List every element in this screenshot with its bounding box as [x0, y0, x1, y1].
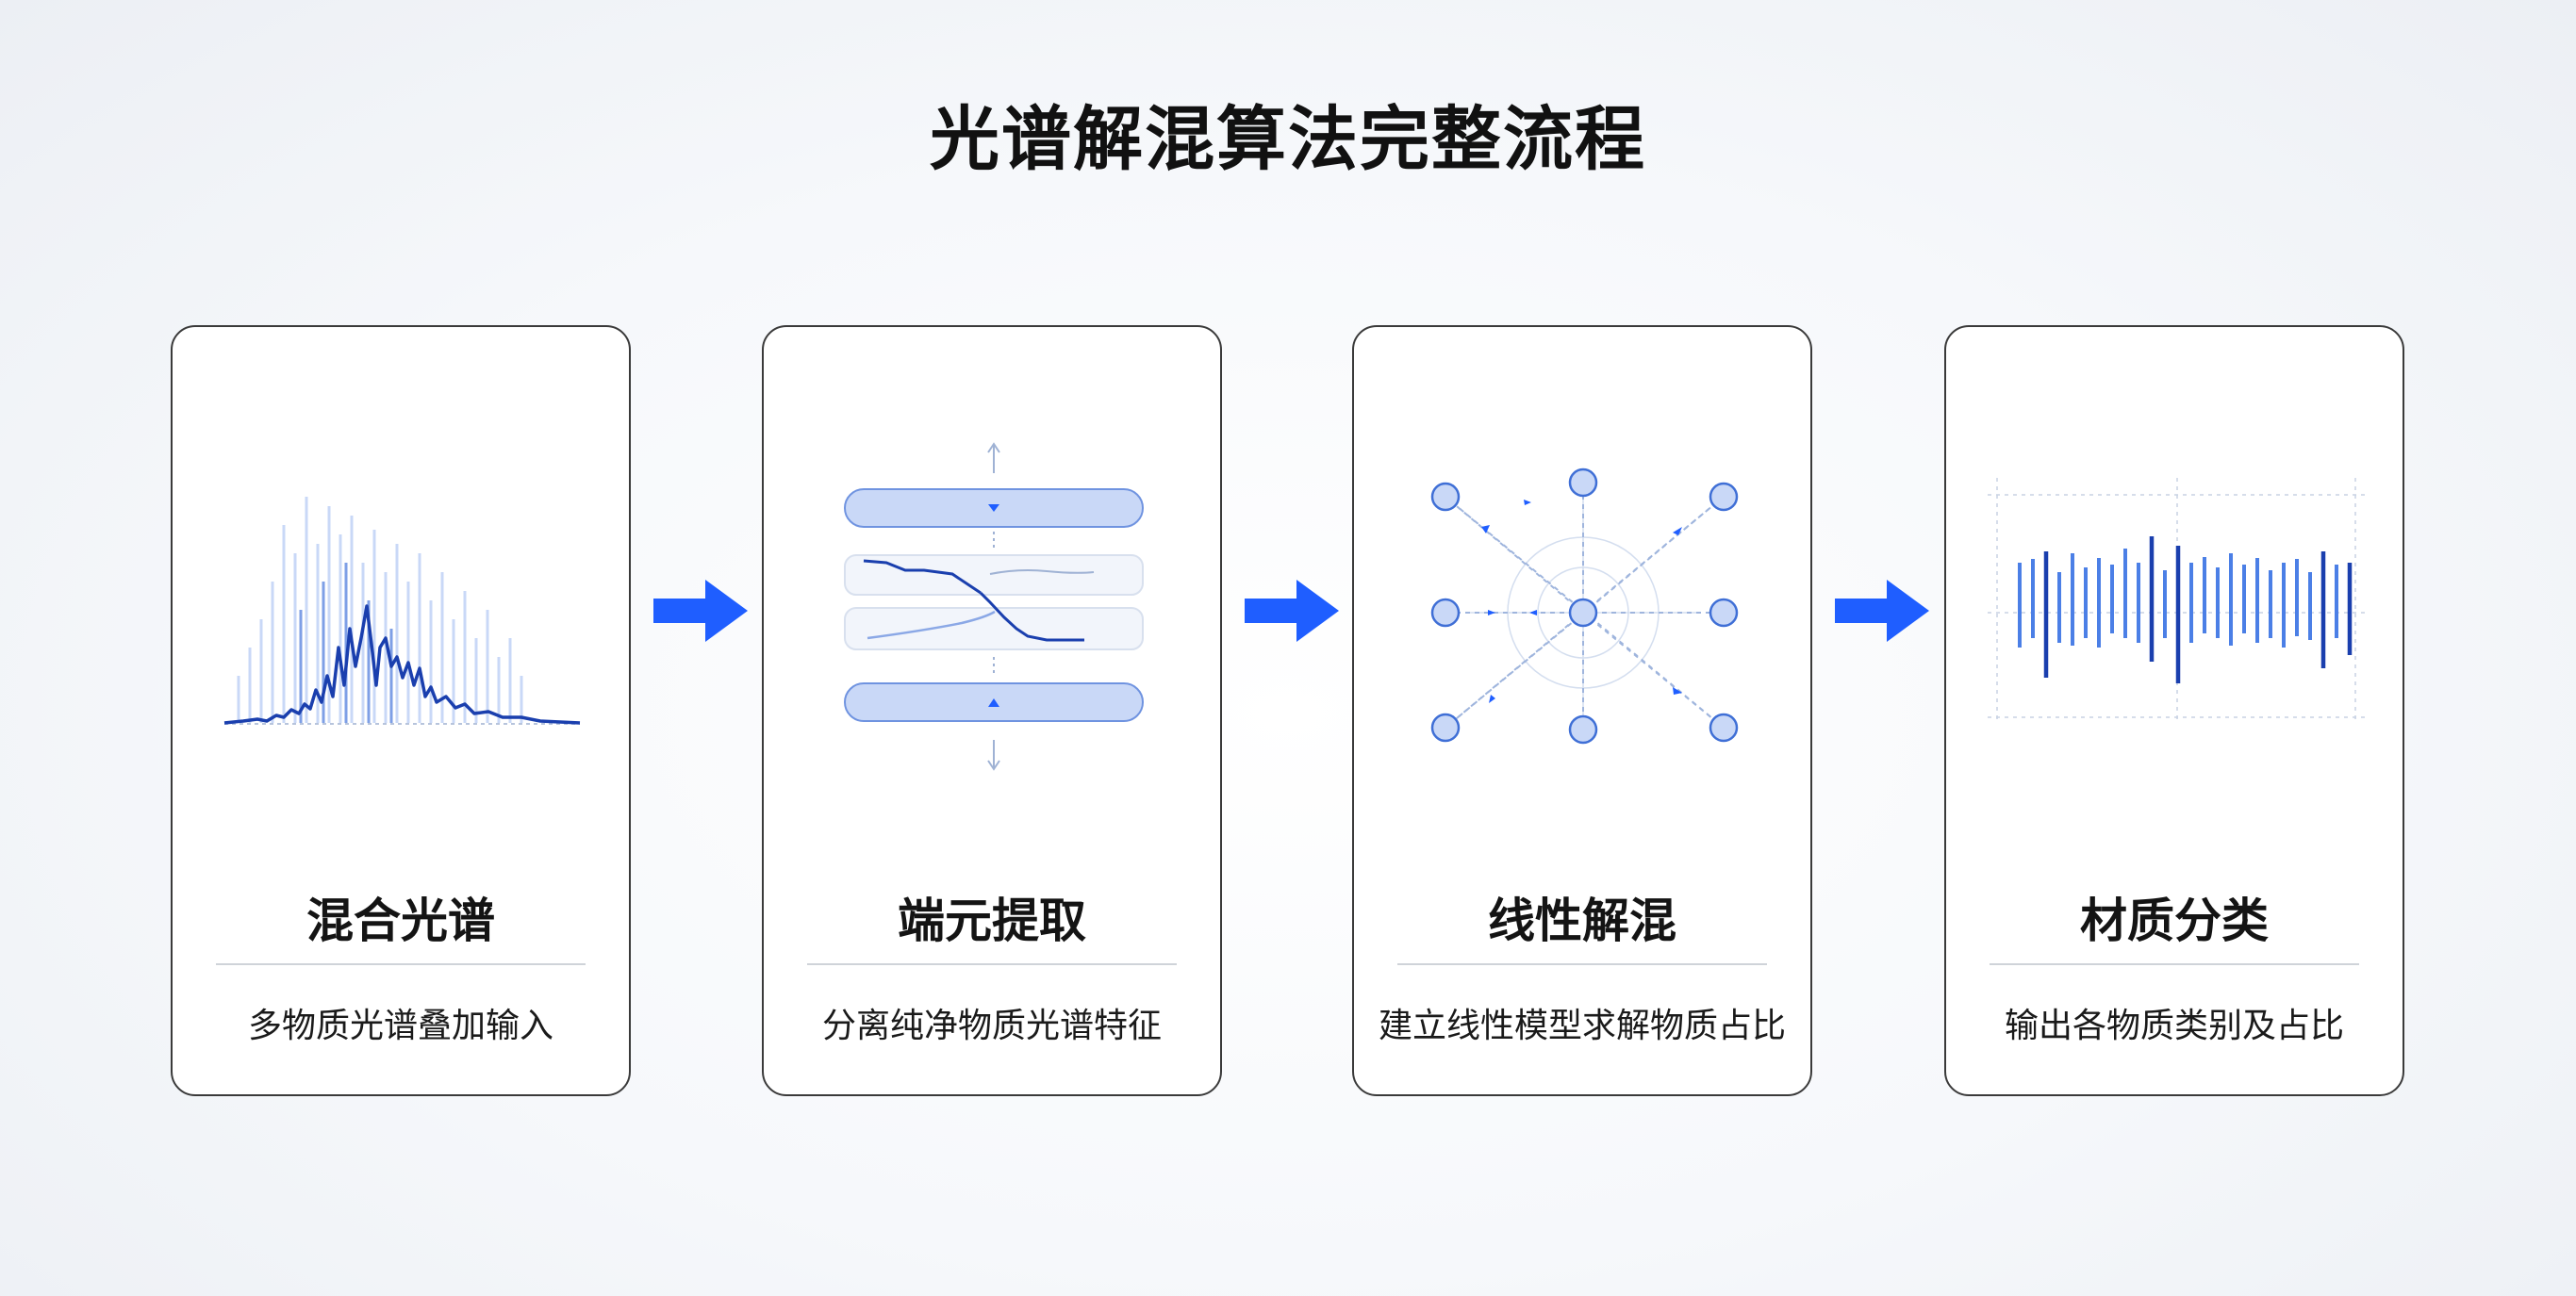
right-arrow-icon — [1245, 580, 1339, 642]
step-description: 分离纯净物质光谱特征 — [821, 1007, 1162, 1045]
endmember-layers-icon — [844, 442, 1144, 771]
step-description: 建立线性模型求解物质占比 — [1378, 1007, 1786, 1045]
step-description: 输出各物质类别及占比 — [2004, 1007, 2344, 1045]
divider — [807, 963, 1177, 965]
step-title: 线性解混 — [1488, 894, 1676, 948]
divider — [216, 963, 586, 965]
divider — [1990, 963, 2359, 965]
step-title: 混合光谱 — [306, 894, 495, 948]
classification-bars-icon — [1988, 478, 2365, 723]
step-title: 端元提取 — [898, 894, 1086, 948]
node-network-icon — [1430, 468, 1739, 745]
right-arrow-icon — [653, 580, 748, 642]
step-description: 多物质光谱叠加输入 — [247, 1007, 553, 1045]
right-arrow-icon — [1835, 580, 1929, 642]
step-card-material-classification: 材质分类 输出各物质类别及占比 — [1944, 325, 2404, 1096]
step-title: 材质分类 — [2080, 894, 2269, 948]
step-card-mixed-spectrum: 混合光谱 多物质光谱叠加输入 — [171, 325, 631, 1096]
spectrum-peaks-icon — [223, 497, 581, 725]
step-card-linear-unmixing: 线性解混 建立线性模型求解物质占比 — [1352, 325, 1812, 1096]
divider — [1397, 963, 1767, 965]
step-card-endmember-extraction: 端元提取 分离纯净物质光谱特征 — [762, 325, 1222, 1096]
page-title: 光谱解混算法完整流程 — [930, 99, 1646, 180]
